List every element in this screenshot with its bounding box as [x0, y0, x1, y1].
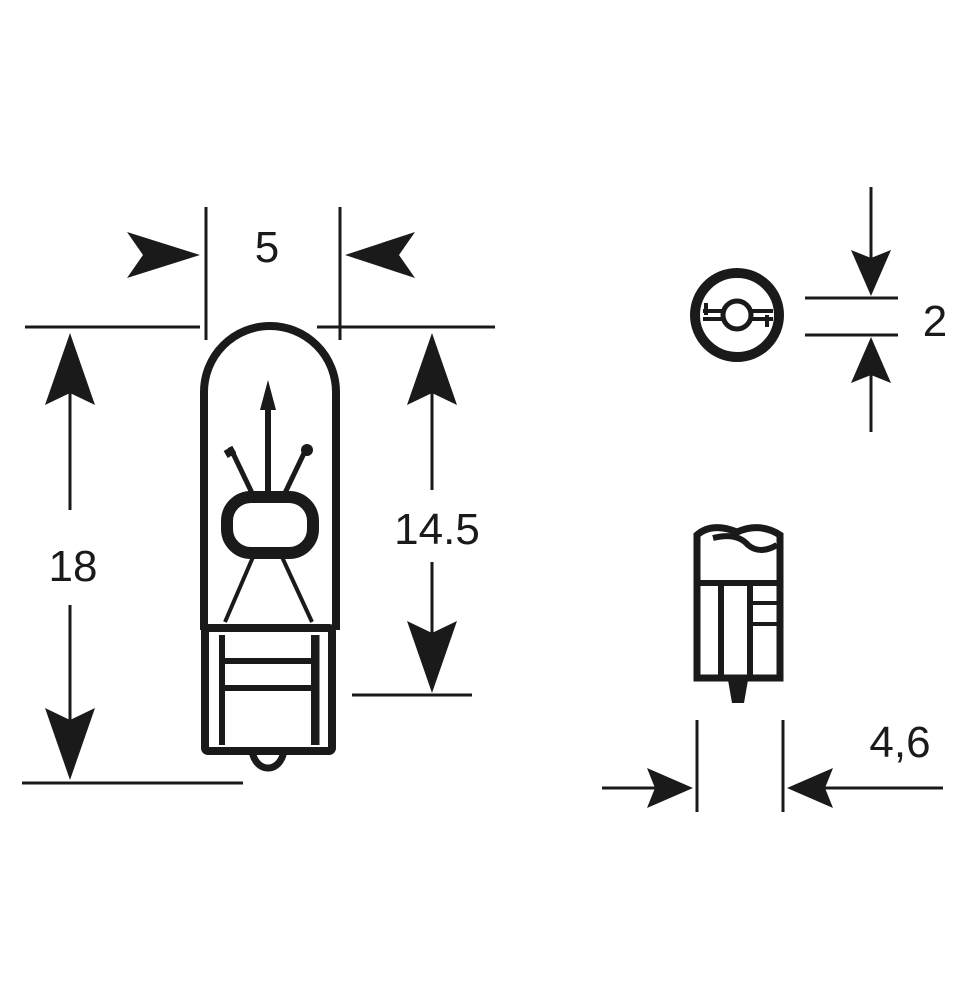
base-tip: [248, 747, 288, 772]
filament-coil: [221, 491, 319, 559]
arrowhead-down: [45, 708, 95, 780]
dimension-width-5: [127, 207, 415, 340]
label-height-18: 18: [49, 542, 98, 591]
arrowhead-left: [345, 232, 415, 278]
dimension-depth-2: [805, 187, 898, 432]
glass-envelope: [200, 321, 340, 630]
dimension-width-4-6: [602, 720, 943, 812]
arrowhead-right: [647, 768, 693, 808]
wedge-base: [201, 624, 336, 755]
dimension-height-14-5: [407, 333, 457, 693]
filament-stem-arrow: [260, 380, 276, 410]
dimension-height-18: [45, 333, 95, 780]
label-depth-2: 2: [923, 297, 947, 346]
bulb-top-view: [690, 268, 784, 362]
arrowhead-right: [127, 232, 200, 278]
arrowhead-down: [851, 250, 891, 296]
label-height-14-5: 14.5: [394, 505, 480, 554]
label-width-5: 5: [255, 223, 279, 272]
bulb-side-view: [693, 524, 784, 703]
arrowhead-up: [45, 333, 95, 405]
bulb-front-view: [200, 321, 340, 772]
arrowhead-down: [407, 621, 457, 693]
arrowhead-up: [851, 337, 891, 383]
arrowhead-left: [787, 768, 833, 808]
arrowhead-up: [407, 333, 457, 405]
label-width-4-6: 4,6: [869, 718, 930, 767]
